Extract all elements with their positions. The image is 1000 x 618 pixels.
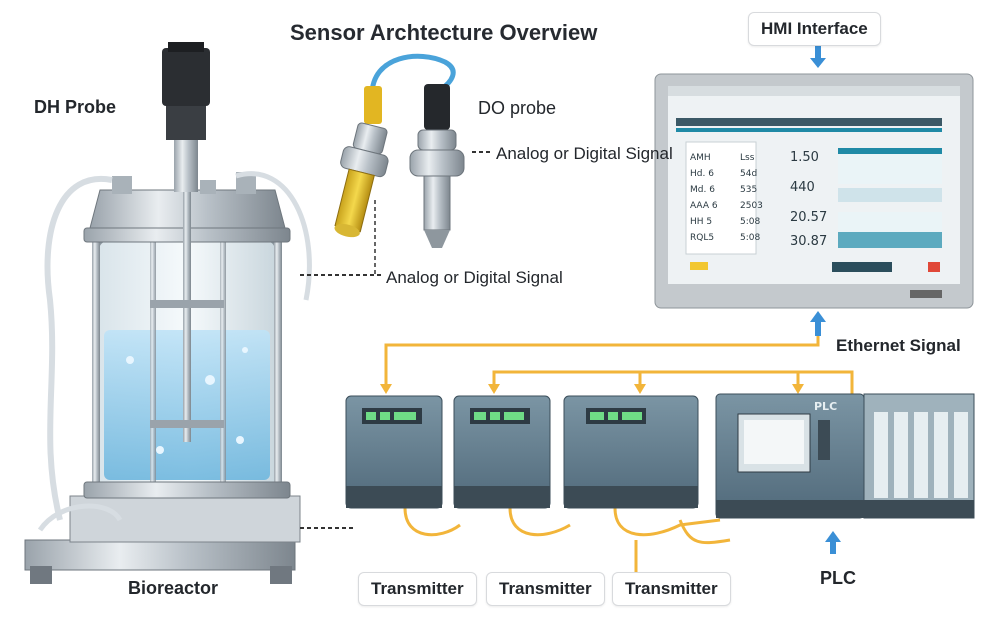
hmi-row-value: 5:08 bbox=[740, 233, 761, 243]
transmitter-unit-3 bbox=[563, 395, 699, 509]
hmi-row-value: 5:08 bbox=[740, 217, 761, 227]
hmi-row-code: RQL5 bbox=[690, 233, 715, 243]
hmi-interface-label: HMI Interface bbox=[748, 12, 881, 46]
hmi-row-code: AAA 6 bbox=[690, 201, 718, 211]
hmi-value-4: 30.87 bbox=[790, 234, 828, 249]
hmi-value-1: 1.50 bbox=[790, 150, 819, 165]
do-probe-label: DO probe bbox=[478, 98, 557, 118]
hmi-row-codes: AMH Hd. 6 Md. 6 AAA 6 HH 5 RQL5 bbox=[690, 150, 718, 246]
hmi-row-code: Md. 6 bbox=[690, 185, 715, 195]
dh-probe-label: DH Probe bbox=[34, 97, 117, 117]
hmi-value-2: 440 bbox=[790, 180, 815, 195]
hmi-row-code: Hd. 6 bbox=[690, 169, 714, 179]
bioreactor-label: Bioreactor bbox=[128, 578, 219, 598]
hmi-row-values: Lss 54d 535 2503 5:08 5:08 bbox=[740, 150, 763, 246]
diagram-title: Sensor Archtecture Overview bbox=[290, 20, 598, 45]
signal-wiring bbox=[384, 330, 854, 575]
hmi-row-code: AMH bbox=[690, 153, 711, 163]
transmitter-label-1: Transmitter bbox=[358, 572, 477, 606]
signal-label-middle: Analog or Digital Signal bbox=[386, 268, 563, 287]
probe-cable bbox=[369, 53, 456, 96]
ethernet-signal-label: Ethernet Signal bbox=[836, 336, 961, 355]
hmi-row-value: 535 bbox=[740, 185, 758, 195]
hmi-monitor bbox=[654, 73, 974, 309]
hmi-row-value: Lss bbox=[740, 153, 755, 163]
hmi-row-value: 54d bbox=[740, 169, 758, 179]
bioreactor-illustration bbox=[24, 42, 312, 584]
plc-badge: PLC bbox=[814, 400, 838, 413]
hmi-row-value: 2503 bbox=[740, 201, 763, 211]
transmitter-label-3: Transmitter bbox=[612, 572, 731, 606]
transmitter-label-2: Transmitter bbox=[486, 572, 605, 606]
plc-label: PLC bbox=[820, 568, 856, 588]
hmi-value-3: 20.57 bbox=[790, 210, 828, 225]
wiring-arrowheads bbox=[380, 384, 804, 394]
signal-label-top: Analog or Digital Signal bbox=[496, 144, 673, 163]
do-probe-illustration bbox=[409, 84, 465, 248]
transmitter-unit-1 bbox=[345, 395, 443, 509]
flow-arrows bbox=[810, 46, 841, 554]
ph-probe-illustration bbox=[334, 86, 389, 238]
hmi-row-code: HH 5 bbox=[690, 217, 713, 227]
plc-rack bbox=[715, 393, 975, 519]
transmitter-unit-2 bbox=[453, 395, 551, 509]
